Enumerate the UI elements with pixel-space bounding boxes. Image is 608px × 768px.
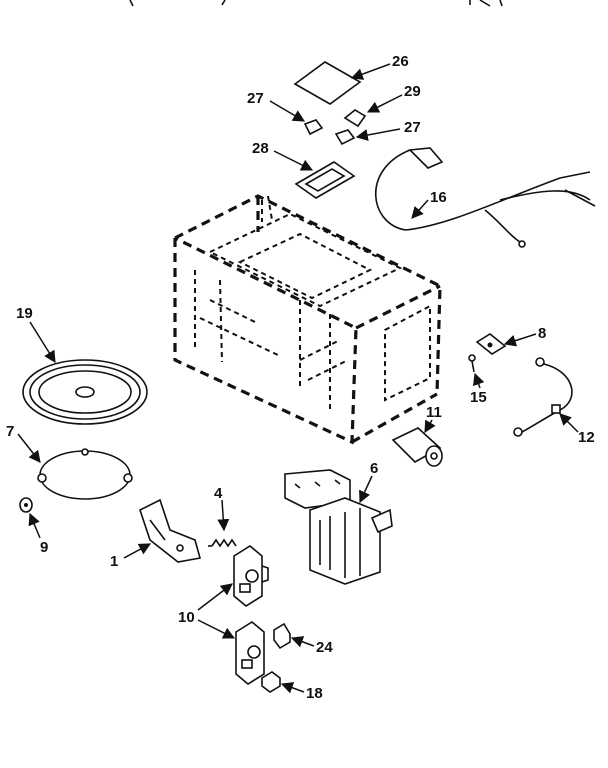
part-19-turntable [22,359,148,425]
callout-7: 7 [6,423,14,440]
callout-19: 19 [16,305,33,322]
part-4-spring [208,538,237,548]
callout-15: 15 [470,389,487,406]
callout-6: 6 [370,460,378,477]
callout-9: 9 [40,539,48,556]
callout-29: 29 [404,83,421,100]
part-15-screw [468,354,476,373]
part-11-capacitor [391,427,443,467]
part-28-board [294,161,356,199]
callout-24: 24 [316,639,333,656]
callout-16: 16 [430,189,447,206]
part-12-wire [513,357,573,437]
callout-12: 12 [578,429,595,446]
part-1-latch-bracket [139,498,202,563]
part-6-transformer [284,469,393,585]
part-7-roller-ring [37,448,133,500]
callout-28: 28 [252,140,269,157]
microwave-cavity-outline [173,194,442,445]
callout-1: 1 [110,553,118,570]
callout-4: 4 [214,485,223,502]
part-27-clip-right [334,129,356,146]
part-24-switch-actuator [273,622,291,650]
callout-11: 11 [426,404,442,421]
part-26-cover-plate [293,61,362,105]
part-8-bracket [475,333,507,355]
top-edge-fragments [129,0,503,7]
callout-18: 18 [306,685,323,702]
part-9-coupler [19,497,33,513]
callout-27-right: 27 [404,119,421,136]
part-10-switch-lower [235,621,265,685]
callout-26: 26 [392,53,409,70]
callout-10: 10 [178,609,195,626]
callout-8: 8 [538,325,546,342]
part-16-power-cord [374,147,596,248]
part-29-clip [343,109,367,128]
part-18-button [261,671,281,693]
part-27-clip-left [303,119,324,136]
callout-27-left: 27 [247,90,264,107]
part-10-switch-upper [233,545,269,607]
